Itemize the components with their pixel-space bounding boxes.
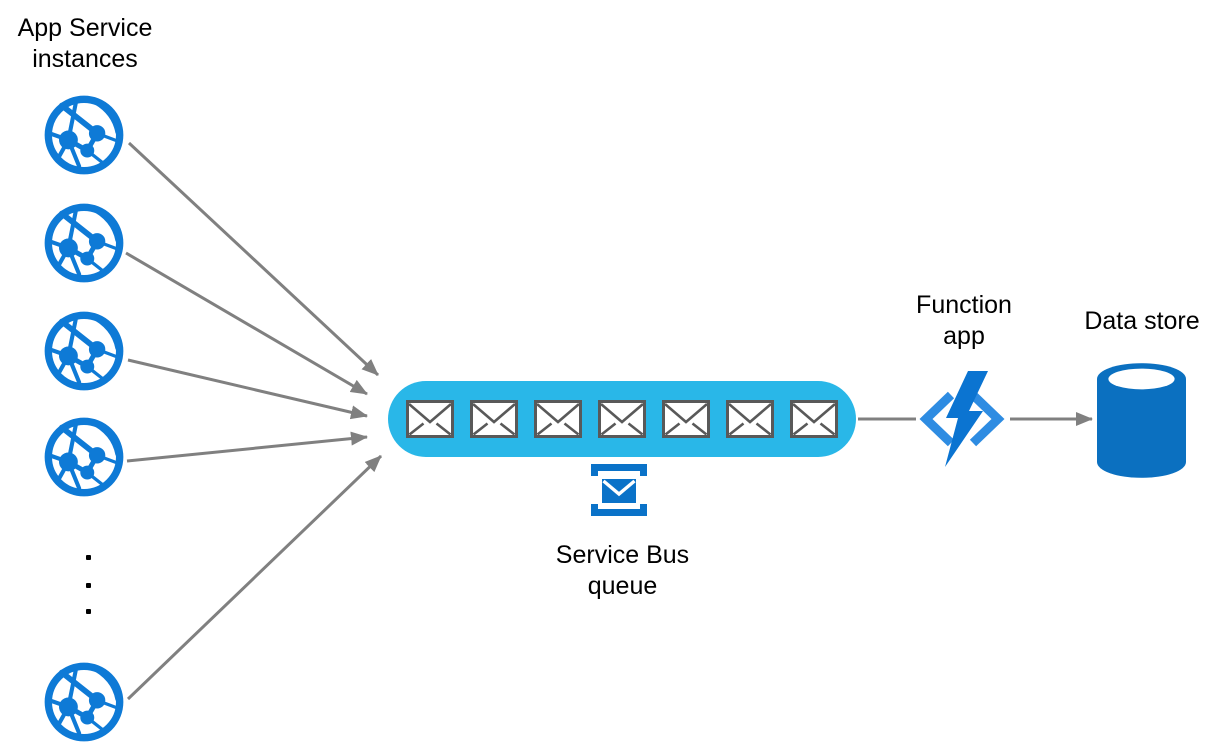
queue-message-envelope-icon <box>662 400 710 438</box>
connector-arrow <box>126 454 383 701</box>
data-store-icon <box>1097 363 1186 478</box>
service-bus-label-line1: Service Bus <box>555 541 690 569</box>
connector-arrow <box>125 251 368 396</box>
queue-message-envelope-icon <box>470 400 518 438</box>
app-service-label-line1: App Service <box>17 14 153 42</box>
app-service-instance-icon <box>43 661 125 743</box>
service-bus-label-line2: queue <box>587 572 658 600</box>
app-service-instance-icon <box>43 416 125 498</box>
queue-message-envelope-icon <box>726 400 774 438</box>
data-store-label-text: Data store <box>1084 307 1200 335</box>
app-service-instance-icon <box>43 94 125 176</box>
service-bus-queue-icon <box>591 464 647 516</box>
service-bus-queue-pill <box>388 381 856 457</box>
connector-arrow <box>126 431 368 463</box>
connector-arrow <box>127 141 380 377</box>
queue-message-envelope-icon <box>598 400 646 438</box>
app-service-instance-icon <box>43 202 125 284</box>
ellipsis-dot <box>86 555 91 560</box>
function-app-icon <box>916 370 1008 468</box>
app-service-instances-label: App Service instances <box>0 13 170 75</box>
queue-message-envelope-icon <box>406 400 454 438</box>
app-service-instance-icon <box>43 310 125 392</box>
ellipsis-dot <box>86 583 91 588</box>
connector-arrow <box>127 358 368 420</box>
queue-message-envelope-icon <box>534 400 582 438</box>
function-app-label: Function app <box>894 290 1034 352</box>
data-store-label: Data store <box>1057 306 1216 337</box>
app-service-label-line2: instances <box>32 45 138 73</box>
function-app-label-line1: Function <box>916 291 1012 319</box>
function-app-label-line2: app <box>943 322 985 350</box>
service-bus-queue-label: Service Bus queue <box>535 540 710 602</box>
ellipsis-dot <box>86 609 91 614</box>
queue-message-envelope-icon <box>790 400 838 438</box>
